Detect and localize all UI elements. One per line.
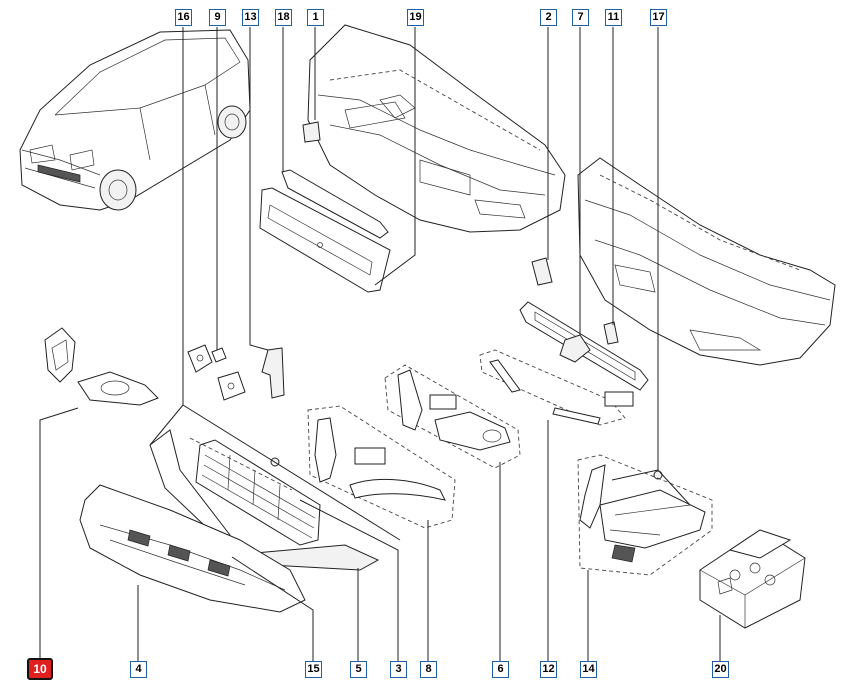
callout-2[interactable]: 2	[540, 9, 557, 26]
part-8-left	[314, 417, 337, 483]
part-18-shape	[281, 169, 389, 239]
callout-9[interactable]: 9	[209, 9, 226, 26]
callout-6[interactable]: 6	[492, 661, 509, 678]
callout-20[interactable]: 20	[712, 661, 729, 678]
callout-16[interactable]: 16	[175, 9, 192, 26]
part-9-shape	[187, 344, 246, 401]
part-6-bezel	[434, 411, 511, 451]
callout-13[interactable]: 13	[242, 9, 259, 26]
callout-12[interactable]: 12	[540, 661, 557, 678]
group-box-6	[384, 364, 521, 469]
callout-5[interactable]: 5	[350, 661, 367, 678]
part-12-label	[604, 391, 634, 407]
part-20-box	[699, 529, 806, 629]
part-16-shape	[189, 437, 321, 546]
callout-14[interactable]: 14	[580, 661, 597, 678]
group-box-12	[479, 349, 626, 426]
front-bumper-upper	[307, 24, 566, 233]
part-8-arc	[349, 478, 446, 501]
part-6-left	[397, 369, 423, 431]
callout-3[interactable]: 3	[390, 661, 407, 678]
part-1-shape	[302, 121, 321, 143]
callout-17[interactable]: 17	[650, 9, 667, 26]
part-4-shape	[79, 484, 306, 613]
part-8-label	[354, 447, 386, 465]
leader-lines	[39, 27, 721, 662]
callout-7[interactable]: 7	[572, 9, 589, 26]
part-6-label	[429, 394, 457, 410]
car-illustration	[19, 29, 251, 211]
part-14-arm	[579, 464, 606, 529]
callout-19[interactable]: 19	[407, 9, 424, 26]
part-19-shape	[259, 187, 391, 293]
part-10-shape	[44, 327, 159, 406]
callout-8[interactable]: 8	[420, 661, 437, 678]
callout-10[interactable]: 10	[27, 658, 53, 680]
part-7-shape	[519, 301, 649, 391]
front-bumper-right	[577, 157, 836, 366]
part-12-strip-a	[489, 359, 521, 393]
callout-18[interactable]: 18	[275, 9, 292, 26]
callout-4[interactable]: 4	[130, 661, 147, 678]
callout-15[interactable]: 15	[305, 661, 322, 678]
part-14-bracket	[599, 489, 706, 549]
part-13-shape	[261, 347, 285, 399]
part-12-strip-b	[552, 407, 601, 425]
callout-1[interactable]: 1	[307, 9, 324, 26]
part-11-shape	[603, 321, 619, 345]
group-box-14	[577, 454, 713, 576]
part-2-shape	[531, 257, 553, 286]
part-3-shape	[149, 429, 231, 546]
callout-11[interactable]: 11	[605, 9, 622, 26]
